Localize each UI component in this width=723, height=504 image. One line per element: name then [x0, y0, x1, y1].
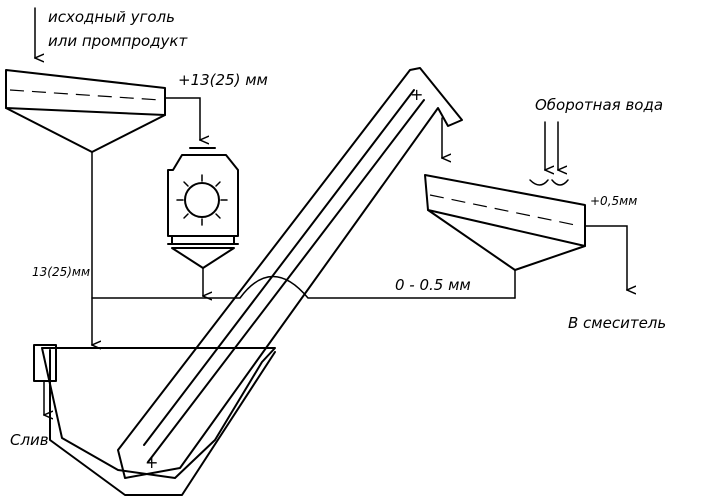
elevator-top-mark: + [410, 85, 423, 104]
screen-1-oversize-label: +13(25) мм [178, 71, 268, 89]
screen-1-undersize-label: 13(25)мм [32, 265, 90, 279]
screen-2-oversize-label: +0,5мм [590, 194, 637, 208]
fines-label: 0 - 0.5 мм [395, 276, 471, 294]
feed-label-line1: исходный уголь [48, 8, 175, 26]
bucket-elevator [117, 67, 463, 479]
screen-1 [5, 69, 166, 153]
crusher [167, 147, 239, 269]
crusher-rotor-icon [184, 182, 220, 218]
screen-2 [424, 174, 586, 271]
to-mixer-arrow [584, 225, 627, 290]
feed-label-line2: или промпродукт [48, 32, 188, 50]
recycled-water-label: Оборотная вода [535, 96, 663, 114]
oversize-arrow [164, 97, 200, 140]
dewatering-tank [33, 344, 276, 496]
overflow-label: Слив [10, 431, 49, 449]
to-mixer-label: В смеситель [568, 314, 666, 332]
elevator-bottom-mark: + [145, 453, 158, 472]
water-spray [529, 179, 569, 186]
